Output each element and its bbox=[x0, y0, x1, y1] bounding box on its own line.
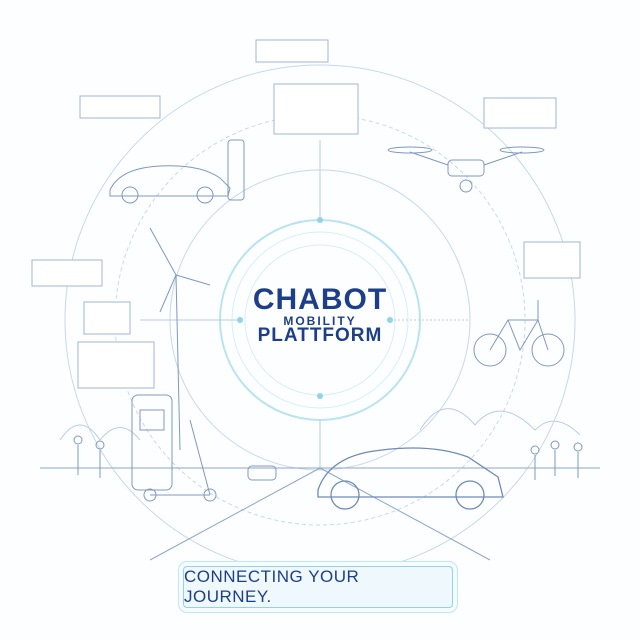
connector-lines bbox=[140, 140, 470, 470]
info-panels bbox=[31, 39, 581, 389]
sedan bbox=[317, 447, 504, 510]
distant-car bbox=[247, 465, 277, 481]
electric-car-top bbox=[109, 139, 245, 204]
bicycle bbox=[473, 300, 565, 367]
e-scooter bbox=[143, 419, 217, 502]
tagline-text: CONNECTING YOUR JOURNEY. bbox=[184, 567, 360, 606]
pedestrians bbox=[73, 435, 583, 480]
drone bbox=[387, 146, 545, 193]
ground bbox=[40, 408, 600, 561]
tagline-banner: CONNECTING YOUR JOURNEY. bbox=[183, 566, 453, 608]
charging-station bbox=[131, 394, 173, 491]
product-name: PLATTFORM bbox=[257, 325, 383, 346]
wind-turbine bbox=[149, 227, 211, 451]
brand-name: CHABOT bbox=[252, 283, 388, 316]
brand-subtitle: MOBILITY bbox=[283, 314, 357, 328]
